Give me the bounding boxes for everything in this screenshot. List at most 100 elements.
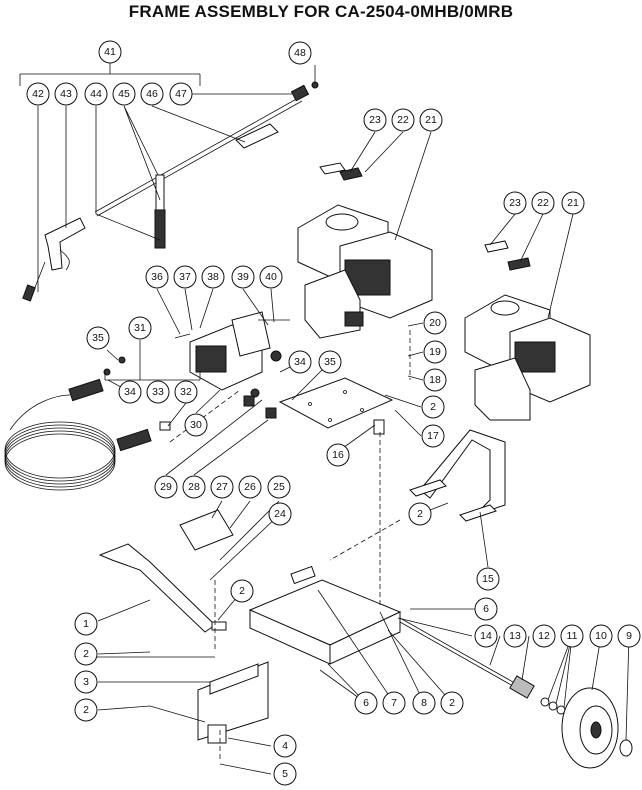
callout-6-bottom: 6: [354, 691, 378, 715]
svg-text:36: 36: [151, 271, 163, 283]
svg-text:29: 29: [160, 481, 172, 493]
callout-38: 38: [201, 265, 225, 289]
svg-text:34: 34: [294, 356, 306, 368]
svg-text:6: 6: [483, 603, 489, 615]
callout-25: 25: [267, 475, 291, 499]
svg-text:24: 24: [274, 508, 286, 520]
svg-text:34: 34: [124, 386, 136, 398]
callout-34-left: 34: [118, 380, 142, 404]
svg-text:4: 4: [282, 740, 288, 752]
callout-12: 12: [532, 624, 556, 648]
svg-text:2: 2: [83, 704, 89, 716]
svg-text:14: 14: [480, 630, 492, 642]
svg-text:42: 42: [32, 88, 44, 100]
callout-23-main: 23: [363, 108, 387, 132]
callout-3: 3: [74, 670, 98, 694]
callout-36: 36: [145, 265, 169, 289]
svg-text:35: 35: [324, 356, 336, 368]
callout-31: 31: [128, 316, 152, 340]
callout-37: 37: [173, 265, 197, 289]
callout-32: 32: [174, 380, 198, 404]
main-frame: [98, 429, 506, 744]
callout-20: 20: [423, 311, 447, 335]
svg-text:45: 45: [118, 88, 130, 100]
callout-2-handle: 2: [408, 502, 432, 526]
diagram-title: FRAME ASSEMBLY FOR CA-2504-0MHB/0MRB: [128, 2, 514, 21]
svg-text:38: 38: [207, 271, 219, 283]
callout-28: 28: [182, 475, 206, 499]
svg-text:2: 2: [417, 508, 423, 520]
svg-text:46: 46: [146, 88, 158, 100]
callout-1: 1: [74, 612, 98, 636]
svg-text:11: 11: [567, 630, 578, 642]
callouts: 41 48 42 43 44 45 46 47 23 22 21 23 22 2…: [26, 40, 641, 786]
svg-text:23: 23: [509, 197, 521, 209]
callout-48: 48: [288, 41, 312, 65]
svg-text:28: 28: [188, 481, 200, 493]
callout-2-plate: 2: [421, 395, 445, 419]
svg-text:21: 21: [425, 114, 437, 126]
svg-text:7: 7: [391, 697, 397, 709]
spray-wand: [22, 81, 319, 302]
callout-15: 15: [476, 567, 500, 591]
svg-text:43: 43: [60, 88, 72, 100]
svg-text:31: 31: [134, 322, 146, 334]
callout-17: 17: [421, 424, 445, 448]
callout-19: 19: [423, 340, 447, 364]
svg-text:15: 15: [482, 573, 494, 585]
engine-inset: [464, 240, 591, 421]
axle-wheel: [399, 617, 633, 769]
svg-text:20: 20: [429, 317, 441, 329]
svg-text:19: 19: [429, 346, 441, 358]
svg-text:48: 48: [294, 47, 306, 59]
callout-33: 33: [146, 380, 170, 404]
svg-text:32: 32: [180, 386, 192, 398]
callout-13: 13: [503, 624, 527, 648]
svg-text:6: 6: [363, 697, 369, 709]
callout-8: 8: [412, 691, 436, 715]
svg-text:2: 2: [430, 401, 436, 413]
callout-39: 39: [231, 265, 255, 289]
engine-main: [297, 162, 433, 339]
callout-26: 26: [238, 475, 262, 499]
callout-43: 43: [54, 82, 78, 106]
svg-text:27: 27: [216, 481, 228, 493]
callout-6-top: 6: [474, 597, 498, 621]
svg-text:44: 44: [90, 88, 102, 100]
svg-text:2: 2: [449, 697, 455, 709]
svg-text:25: 25: [273, 481, 285, 493]
callout-41: 41: [98, 40, 122, 64]
svg-text:35: 35: [92, 332, 104, 344]
svg-text:12: 12: [538, 630, 550, 642]
svg-text:40: 40: [265, 271, 277, 283]
callout-11: 11: [560, 624, 584, 648]
callout-4: 4: [273, 734, 297, 758]
callout-27: 27: [210, 475, 234, 499]
svg-text:9: 9: [626, 630, 632, 642]
callout-23-inset: 23: [503, 191, 527, 215]
svg-text:1: 1: [83, 618, 89, 630]
svg-text:18: 18: [429, 374, 441, 386]
callout-2-left-b: 2: [74, 698, 98, 722]
svg-text:30: 30: [190, 419, 202, 431]
callout-5: 5: [273, 762, 297, 786]
callout-24: 24: [268, 502, 292, 526]
callout-16: 16: [326, 443, 350, 467]
callout-30: 30: [184, 413, 208, 437]
callout-2-left-a: 2: [74, 642, 98, 666]
svg-text:10: 10: [595, 630, 607, 642]
callout-22-inset: 22: [531, 191, 555, 215]
engine-base-plate: [278, 377, 394, 435]
callout-2-frame: 2: [230, 579, 254, 603]
svg-text:8: 8: [421, 697, 427, 709]
svg-text:2: 2: [83, 648, 89, 660]
callout-45: 45: [112, 82, 136, 106]
callout-44: 44: [84, 82, 108, 106]
callout-18: 18: [423, 368, 447, 392]
callout-42: 42: [26, 82, 50, 106]
svg-text:2: 2: [239, 585, 245, 597]
svg-text:37: 37: [179, 271, 191, 283]
svg-text:22: 22: [537, 197, 549, 209]
svg-text:16: 16: [332, 449, 344, 461]
